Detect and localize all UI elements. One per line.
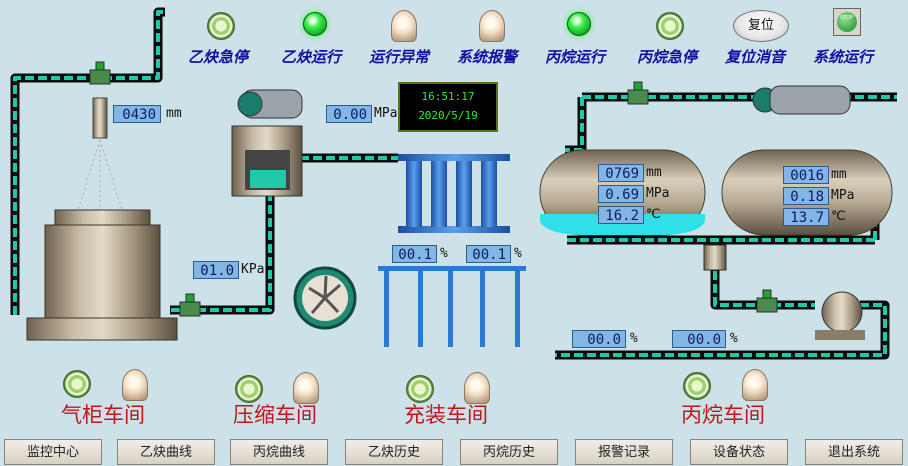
indicator-label-acetylene-run: 乙炔运行 bbox=[281, 48, 342, 66]
compressor bbox=[231, 85, 851, 197]
tank2-pressure-value: 0.18 bbox=[783, 187, 829, 205]
green-ring-lamp-icon bbox=[406, 375, 434, 403]
indicator-label-reset-mute: 复位消音 bbox=[725, 48, 786, 66]
tank1-pressure-unit: MPa bbox=[646, 186, 670, 201]
workshop-label-propane: 丙烷车间 bbox=[681, 403, 765, 427]
white-lamp-icon bbox=[293, 372, 319, 404]
nav-acetylene-curve-button[interactable]: 乙炔曲线 bbox=[117, 439, 215, 465]
indicator-label-acetylene-estop: 乙炔急停 bbox=[188, 48, 249, 66]
clock-display: 16:51:17 2020/5/19 bbox=[398, 82, 498, 132]
valves bbox=[89, 61, 778, 317]
gas-level-value: 0430 bbox=[113, 105, 161, 123]
stop-button-label: STOP bbox=[840, 15, 854, 21]
workshop-label-gas-holder: 气柜车间 bbox=[61, 403, 145, 427]
pump bbox=[815, 291, 865, 340]
white-lamp-icon bbox=[391, 10, 417, 42]
reset-button[interactable]: 复位 bbox=[733, 10, 789, 42]
indicator-label-propane-run: 丙烷运行 bbox=[545, 48, 606, 66]
compressor-pressure-unit: MPa bbox=[374, 106, 398, 121]
nav-device-status-button[interactable]: 设备状态 bbox=[690, 439, 788, 465]
clock-time: 16:51:17 bbox=[421, 90, 475, 103]
fill-left-value: 00.1 bbox=[392, 245, 437, 263]
fan-icon bbox=[293, 266, 357, 330]
white-lamp-icon bbox=[742, 369, 768, 401]
green-ring-lamp-icon bbox=[63, 370, 91, 398]
tank2-level-unit: mm bbox=[831, 167, 847, 182]
stop-button-icon bbox=[837, 12, 857, 32]
inlet-pressure-value: 01.0 bbox=[193, 261, 239, 279]
indicator-label-propane-estop: 丙烷急停 bbox=[637, 48, 698, 66]
propane-out1-unit: % bbox=[630, 331, 638, 346]
indicator-label-system-alarm: 系统报警 bbox=[457, 48, 518, 66]
nav-alarm-log-button[interactable]: 报警记录 bbox=[575, 439, 673, 465]
fill-right-unit: % bbox=[514, 246, 522, 261]
propane-out2-unit: % bbox=[730, 331, 738, 346]
nav-acetylene-history-button[interactable]: 乙炔历史 bbox=[345, 439, 443, 465]
tank1-level-value: 0769 bbox=[598, 164, 644, 182]
clock-date: 2020/5/19 bbox=[418, 109, 478, 122]
nav-monitor-center-button[interactable]: 监控中心 bbox=[4, 439, 102, 465]
green-ring-lamp-icon bbox=[683, 372, 711, 400]
propane-out2-value: 00.0 bbox=[672, 330, 726, 348]
tank1-temp-value: 16.2 bbox=[598, 206, 644, 224]
green-on-lamp-icon bbox=[303, 12, 327, 36]
fill-right-value: 00.1 bbox=[466, 245, 511, 263]
manifold bbox=[378, 154, 526, 347]
compressor-pressure-value: 0.00 bbox=[326, 105, 372, 123]
white-lamp-icon bbox=[122, 369, 148, 401]
green-ring-lamp-icon bbox=[235, 375, 263, 403]
tank1-level-unit: mm bbox=[646, 165, 662, 180]
nav-propane-history-button[interactable]: 丙烷历史 bbox=[460, 439, 558, 465]
stop-button[interactable]: STOP bbox=[833, 8, 861, 36]
white-lamp-icon bbox=[479, 10, 505, 42]
green-on-lamp-icon bbox=[567, 12, 591, 36]
tank2-pressure-unit: MPa bbox=[831, 188, 855, 203]
tank2-level-value: 0016 bbox=[783, 166, 829, 184]
fill-left-unit: % bbox=[440, 246, 448, 261]
nav-propane-curve-button[interactable]: 丙烷曲线 bbox=[230, 439, 328, 465]
nav-exit-system-button[interactable]: 退出系统 bbox=[805, 439, 903, 465]
gas-holder bbox=[26, 97, 178, 341]
tank1-pressure-value: 0.69 bbox=[598, 185, 644, 203]
propane-out1-value: 00.0 bbox=[572, 330, 626, 348]
gas-level-unit: mm bbox=[166, 106, 182, 121]
indicator-label-system-run: 系统运行 bbox=[813, 48, 874, 66]
workshop-label-compression: 压缩车间 bbox=[233, 403, 317, 427]
white-lamp-icon bbox=[464, 372, 490, 404]
workshop-label-filling: 充装车间 bbox=[404, 403, 488, 427]
green-ring-lamp-icon bbox=[656, 12, 684, 40]
green-ring-lamp-icon bbox=[207, 12, 235, 40]
indicator-label-run-fault: 运行异常 bbox=[369, 48, 430, 66]
tank2-temp-value: 13.7 bbox=[783, 208, 829, 226]
inlet-pressure-unit: KPa bbox=[241, 262, 265, 277]
tank1-temp-unit: ℃ bbox=[646, 207, 661, 222]
tank2-temp-unit: ℃ bbox=[831, 209, 846, 224]
